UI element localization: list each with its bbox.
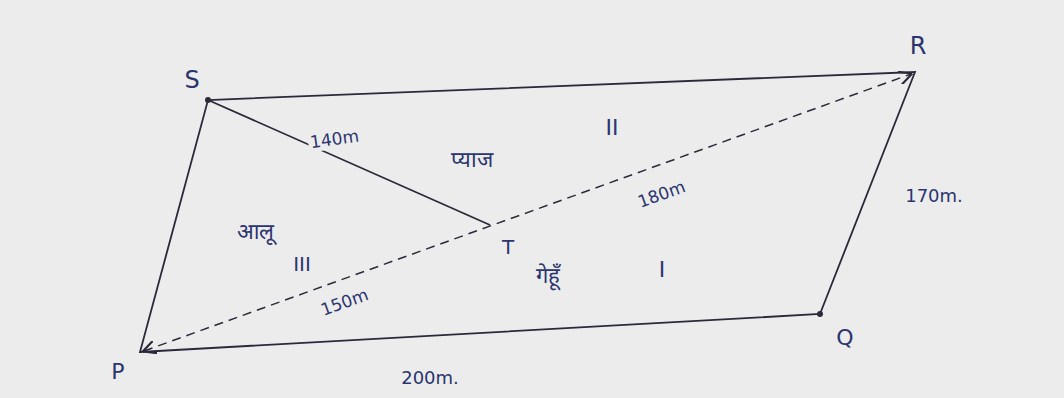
vertex-letter: T bbox=[500, 236, 516, 258]
dimension-label: 180m bbox=[634, 176, 690, 212]
vertex-dot bbox=[205, 97, 211, 103]
vertex-letter: S bbox=[182, 67, 201, 93]
dimension-label: 150m bbox=[317, 284, 373, 320]
diagonal-line bbox=[144, 74, 911, 351]
vertex-letter: R bbox=[908, 33, 929, 59]
vertex-letter: Q bbox=[834, 326, 855, 350]
field-outline bbox=[140, 72, 915, 352]
divider-line bbox=[208, 100, 490, 225]
region-number: I bbox=[657, 258, 668, 282]
crop-name: आलू bbox=[235, 220, 276, 244]
vertex-letter: P bbox=[109, 360, 126, 384]
dimension-label: 200m. bbox=[399, 368, 461, 388]
region-number: II bbox=[604, 116, 621, 140]
crop-name: गेहूँ bbox=[534, 264, 562, 288]
region-number: III bbox=[291, 253, 313, 275]
dimension-label: 140m bbox=[307, 126, 362, 152]
dimension-label: 170m. bbox=[903, 186, 965, 206]
vertex-dot bbox=[817, 311, 823, 317]
crop-name: प्याज bbox=[449, 148, 495, 172]
